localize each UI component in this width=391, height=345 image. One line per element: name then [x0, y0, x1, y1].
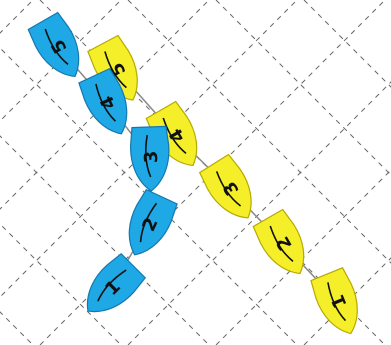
yellow-boat-2: 2 — [252, 208, 305, 275]
boat-hull — [198, 153, 252, 219]
yellow-boat-1: 1 — [310, 267, 358, 335]
blue-boat-2: 2 — [128, 188, 178, 256]
grid-line — [0, 311, 34, 345]
sail-mark — [95, 83, 117, 122]
boat-hull — [27, 11, 80, 78]
sail-mark — [97, 269, 127, 302]
sail-mark — [139, 202, 158, 243]
sail-mark — [144, 134, 152, 178]
sail-mark — [327, 282, 347, 322]
grid-line — [0, 0, 34, 34]
yellow-boat-3: 3 — [198, 153, 252, 219]
boat-hull — [129, 125, 170, 192]
boat-hull — [86, 252, 147, 313]
grid-line — [303, 257, 391, 345]
sail-mark — [269, 225, 294, 262]
boat-hull — [145, 100, 198, 167]
sail-mark — [162, 117, 187, 154]
grid-line — [0, 0, 210, 210]
boat-hull — [78, 67, 128, 135]
yellow-boat-4: 4 — [145, 100, 198, 167]
grid-line — [127, 81, 391, 345]
grid-line — [303, 0, 391, 88]
grid-line — [0, 0, 298, 298]
blue-boat-5: 5 — [27, 11, 80, 78]
blue-boat-4: 4 — [78, 67, 128, 135]
boat-hull — [310, 267, 358, 335]
grid-line — [215, 169, 391, 345]
blue-boat-1: 1 — [86, 252, 147, 313]
blue-boat-3: 3 — [129, 125, 170, 192]
sail-mark — [44, 28, 69, 65]
blue-boats: 54 3 21 — [27, 11, 178, 313]
sail-mark — [104, 51, 127, 89]
boat-number: 3 — [141, 150, 162, 163]
boat-hull — [252, 208, 305, 275]
sail-mark — [215, 171, 242, 207]
